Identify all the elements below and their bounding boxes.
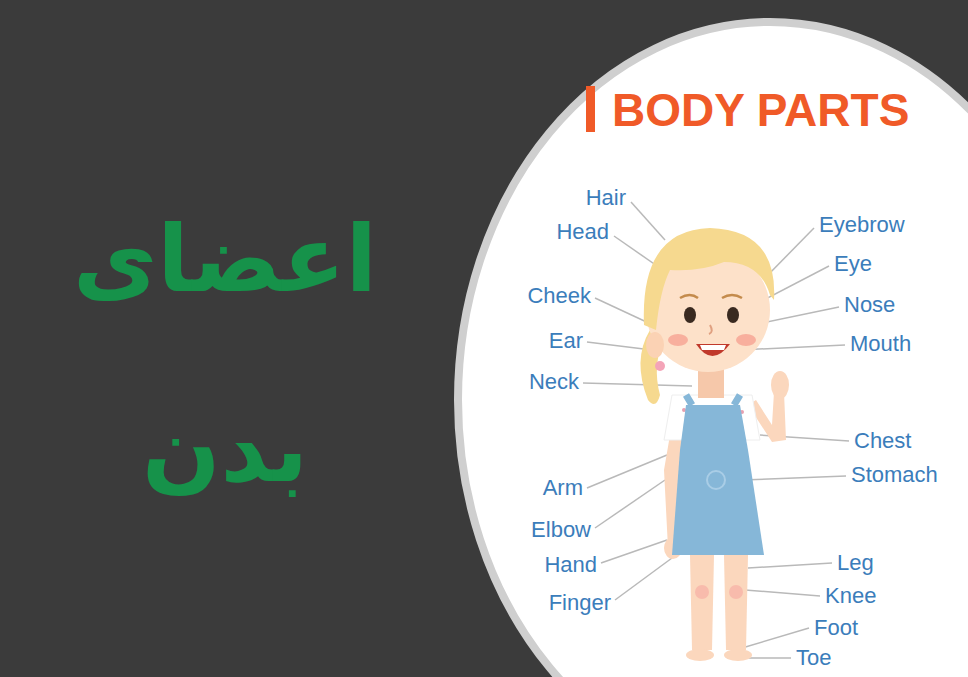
part-label: Leg bbox=[837, 550, 874, 576]
leg bbox=[724, 555, 748, 650]
leg bbox=[690, 555, 714, 650]
part-label: Chest bbox=[854, 428, 911, 454]
ponytail bbox=[640, 330, 664, 404]
ear bbox=[646, 332, 664, 358]
title-fragment bbox=[586, 86, 595, 132]
part-label: Arm bbox=[543, 475, 583, 501]
part-label: Eyebrow bbox=[819, 212, 905, 238]
part-label: Nose bbox=[844, 292, 895, 318]
part-label: Neck bbox=[529, 369, 579, 395]
girl-figure bbox=[640, 228, 789, 661]
part-label: Hand bbox=[544, 552, 597, 578]
part-label: Eye bbox=[834, 251, 872, 277]
part-label: Toe bbox=[796, 645, 831, 671]
part-label: Finger bbox=[549, 590, 611, 616]
panel-heading: BODY PARTS bbox=[612, 83, 909, 137]
part-label: Hair bbox=[586, 185, 626, 211]
hand bbox=[771, 371, 789, 399]
foot bbox=[724, 649, 752, 661]
part-label: Foot bbox=[814, 615, 858, 641]
mouth bbox=[696, 344, 730, 356]
dress bbox=[672, 405, 764, 555]
hair bbox=[644, 228, 774, 330]
part-label: Head bbox=[556, 219, 609, 245]
part-label: Elbow bbox=[531, 517, 591, 543]
part-label: Knee bbox=[825, 583, 876, 609]
part-label: Mouth bbox=[850, 331, 911, 357]
part-label: Ear bbox=[549, 328, 583, 354]
part-label: Stomach bbox=[851, 462, 938, 488]
part-label: Cheek bbox=[527, 283, 591, 309]
slide-title: اعضای بدن bbox=[70, 165, 380, 545]
leader-lines bbox=[583, 202, 849, 658]
foot bbox=[686, 649, 714, 661]
circle-panel bbox=[458, 22, 968, 677]
